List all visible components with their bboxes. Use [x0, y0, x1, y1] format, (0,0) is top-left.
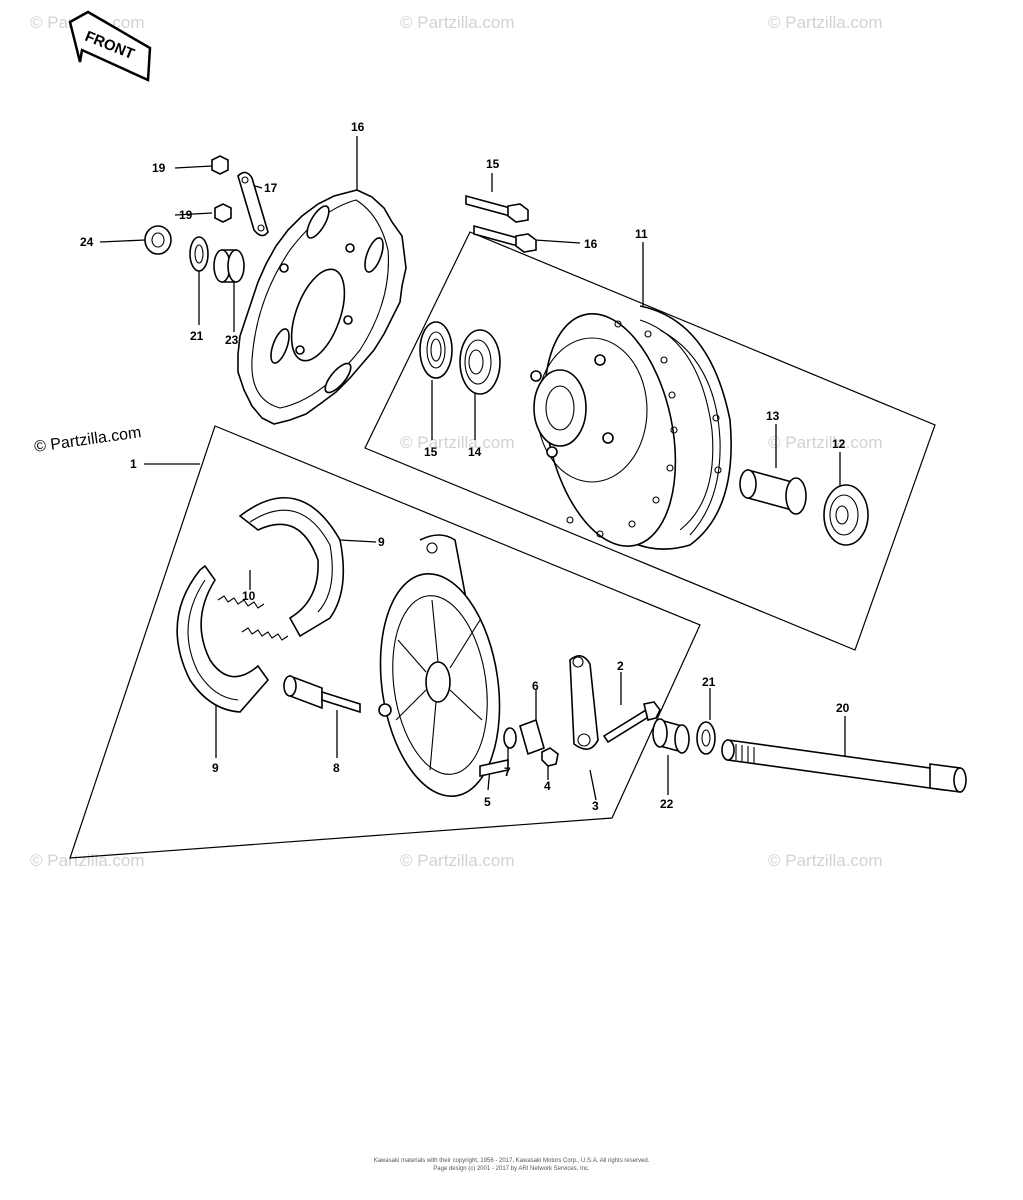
part-6-indicator [519, 718, 545, 756]
watermarks: © Partzilla.com © Partzilla.com © Partzi… [30, 13, 883, 870]
callout-17: 16 [351, 120, 365, 134]
part-11-hub [530, 305, 732, 550]
callout-15: 15 [424, 445, 438, 459]
part-15-oil-seal [419, 321, 453, 379]
leader-lines [99, 136, 846, 801]
copyright-line-1: Kawasaki materials with their copyright,… [373, 1158, 650, 1164]
callout-20: 20 [836, 701, 850, 715]
part-2-bolt [602, 701, 661, 744]
part-13-spacer [739, 468, 807, 515]
callout-12: 12 [832, 437, 846, 451]
watermark: © Partzilla.com [768, 13, 883, 32]
part-14-bearing [459, 329, 501, 395]
callout-labels: 16 19 17 19 24 21 23 15 16 11 15 14 13 1… [80, 120, 850, 813]
callout-19: 19 [152, 161, 166, 175]
callout-16b: 16 [584, 237, 598, 251]
assembly-box-brake [69, 425, 701, 859]
callout-19b: 19 [179, 208, 193, 222]
part-24-nut [144, 225, 172, 255]
part-22-collar [652, 718, 690, 754]
callout-7: 7 [504, 765, 511, 779]
watermark: © Partzilla.com [30, 851, 145, 870]
callout-18: 17 [264, 181, 278, 195]
part-9b-brake-shoe [238, 497, 345, 638]
callout-2: 2 [617, 659, 624, 673]
callout-11: 11 [635, 227, 648, 241]
callout-16: 15 [486, 157, 500, 171]
brake-panel [378, 534, 501, 798]
part-18-lock-plate [237, 171, 269, 237]
callout-22: 22 [660, 797, 674, 811]
part-21-washer [189, 236, 209, 272]
callout-10: 10 [242, 589, 256, 603]
callout-21b: 21 [702, 675, 716, 689]
watermark-dark: © Partzilla.com [33, 424, 142, 456]
callout-5: 5 [484, 795, 491, 809]
part-9-brake-shoe [176, 564, 270, 713]
callout-24: 24 [80, 235, 94, 249]
part-16-bolts [465, 194, 537, 253]
part-8-cam [283, 674, 361, 714]
callout-21: 21 [190, 329, 204, 343]
part-19-nuts [211, 155, 232, 223]
callout-1: 1 [130, 457, 137, 471]
callout-4: 4 [544, 779, 551, 793]
part-20-axle [721, 739, 967, 793]
copyright-line-2: Page design (c) 2001 - 2017 by ARI Netwo… [433, 1166, 590, 1172]
part-10-springs [217, 595, 289, 641]
callout-9: 9 [378, 535, 385, 549]
watermark: © Partzilla.com [768, 851, 883, 870]
callout-13: 13 [766, 409, 780, 423]
callout-6: 6 [532, 679, 539, 693]
part-4-nut [541, 747, 559, 767]
part-5-pin [479, 759, 509, 777]
callout-9b: 9 [212, 761, 219, 775]
part-12-bearing [823, 484, 869, 546]
part-3-cam-lever [569, 655, 599, 750]
callout-3: 3 [592, 799, 599, 813]
watermark: © Partzilla.com [400, 851, 515, 870]
part-7-seal [503, 727, 517, 749]
watermark: © Partzilla.com [400, 433, 515, 452]
assembly-box-hub [364, 231, 936, 651]
callout-14: 14 [468, 445, 482, 459]
part-23-collar [213, 249, 245, 283]
callout-23: 23 [225, 333, 239, 347]
callout-8: 8 [333, 761, 340, 775]
watermark: © Partzilla.com [768, 433, 883, 452]
part-21b-washer [696, 721, 716, 755]
watermark: © Partzilla.com [400, 13, 515, 32]
part-17-sprocket [237, 189, 407, 425]
